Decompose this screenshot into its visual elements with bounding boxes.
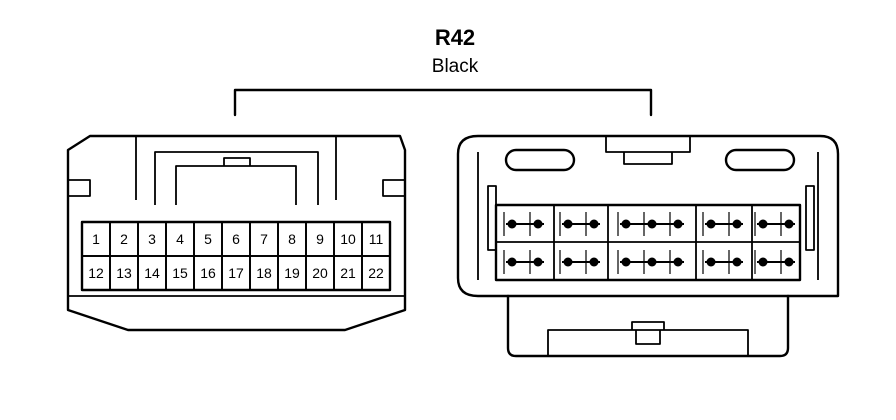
pin-number: 10	[340, 231, 356, 247]
terminal-dot	[621, 219, 631, 229]
terminal-dot	[673, 257, 683, 267]
pin-number: 17	[228, 265, 244, 281]
pin-number: 11	[369, 231, 384, 247]
right-oval-slot	[724, 148, 796, 172]
left-connector-ridge	[68, 179, 91, 197]
right-connector	[456, 134, 840, 358]
terminal-dot	[507, 257, 517, 267]
left-oval-slot	[504, 148, 576, 172]
pin-number: 20	[312, 265, 328, 281]
terminal-dot	[732, 257, 742, 267]
pin-cell	[361, 255, 391, 291]
pin-number: 6	[232, 231, 240, 247]
terminal-dot	[758, 219, 768, 229]
right-connector-outline	[456, 134, 840, 298]
terminal-grid	[503, 205, 795, 280]
terminal-dot	[706, 219, 716, 229]
pin-number: 3	[148, 231, 156, 247]
terminal-dot	[533, 257, 543, 267]
terminal-dot	[647, 257, 657, 267]
terminal-dot	[758, 257, 768, 267]
terminal-dot	[507, 219, 517, 229]
terminal-dot	[533, 219, 543, 229]
bottom-housing	[506, 294, 790, 358]
pin-number: 13	[116, 265, 132, 281]
terminal-dot	[563, 219, 573, 229]
terminal-dot	[784, 219, 794, 229]
connector-code: R42	[435, 25, 475, 50]
connector-color: Black	[432, 56, 479, 77]
pin-number: 22	[368, 265, 384, 281]
terminal-dot	[706, 257, 716, 267]
terminal-dot	[784, 257, 794, 267]
left-connector-outline	[66, 134, 407, 332]
pin-number: 18	[256, 265, 272, 281]
terminal-dot	[673, 219, 683, 229]
pin-number: 21	[340, 265, 356, 281]
pin-number: 19	[284, 265, 300, 281]
pin-number: 2	[120, 231, 128, 247]
bracket	[233, 88, 653, 117]
pin-number: 5	[204, 231, 212, 247]
pin-number: 8	[288, 231, 296, 247]
terminal-dot	[589, 219, 599, 229]
pin-number: 9	[316, 231, 324, 247]
pin-number: 15	[172, 265, 188, 281]
pin-number: 4	[176, 231, 184, 247]
top-lock-tab	[605, 136, 691, 165]
bottom-lock-tab	[547, 321, 749, 356]
pin-number: 16	[200, 265, 216, 281]
pin-number: 14	[144, 265, 160, 281]
terminal-dot	[589, 257, 599, 267]
terminal-dot	[732, 219, 742, 229]
pin-number: 1	[92, 231, 100, 247]
terminal-dot	[563, 257, 573, 267]
pin-number: 12	[88, 265, 104, 281]
pin-number: 7	[260, 231, 268, 247]
terminal-dot	[647, 219, 657, 229]
terminal-dot	[621, 257, 631, 267]
left-connector-latch	[135, 136, 337, 205]
right-connector-inner-rim	[477, 152, 819, 280]
